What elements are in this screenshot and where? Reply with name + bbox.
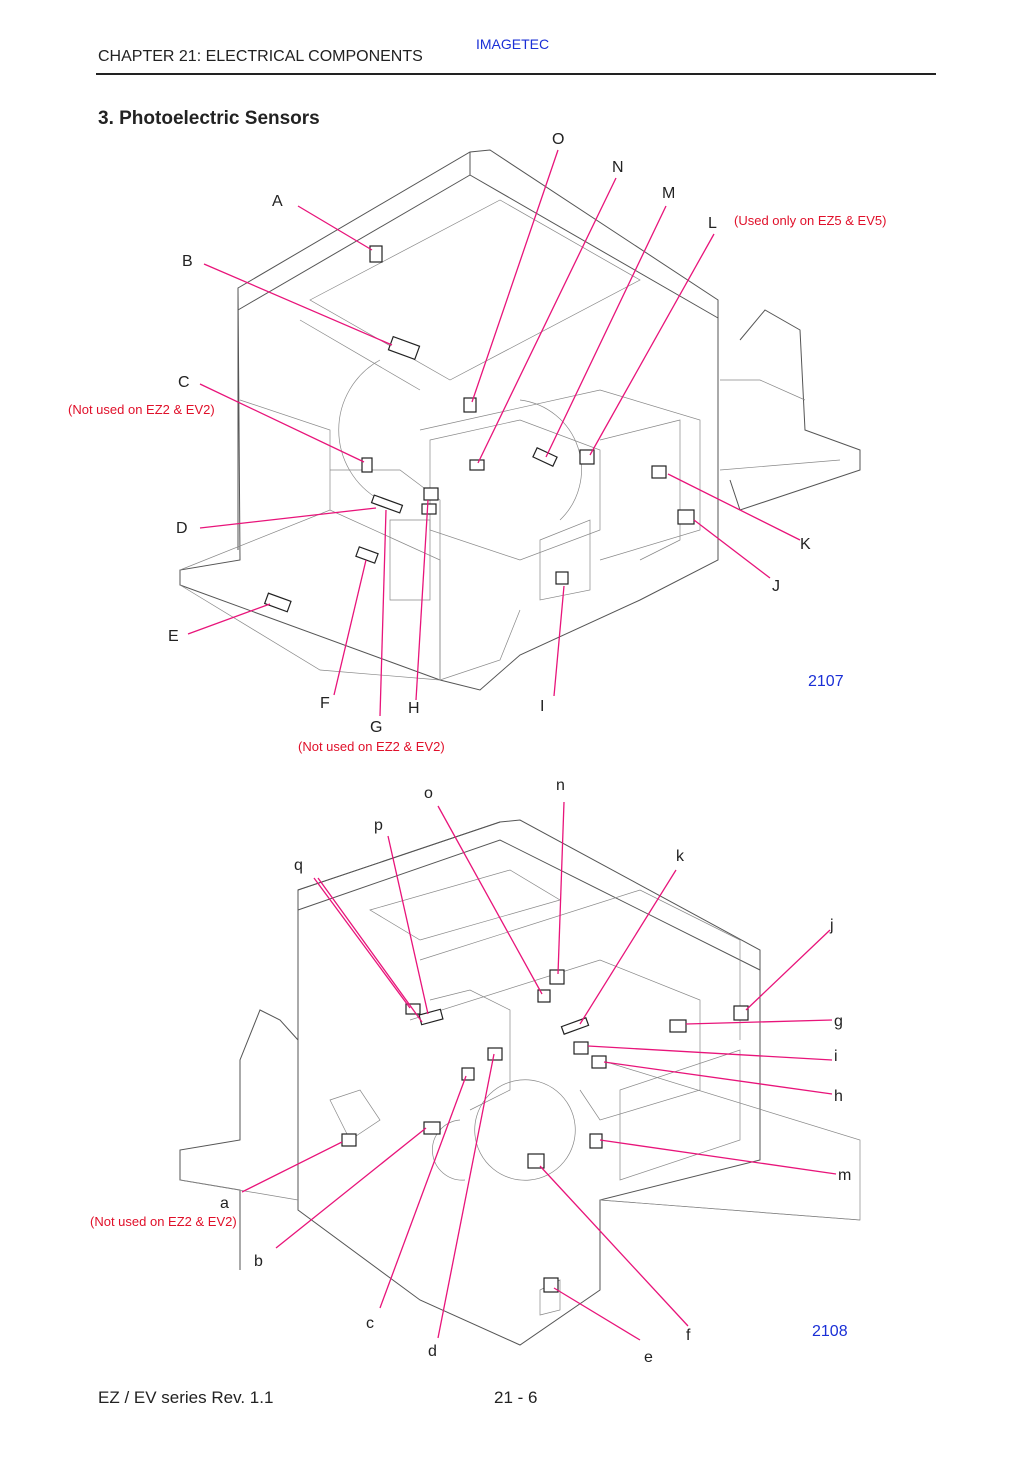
label-o: o: [424, 785, 433, 802]
note-a: (Not used on EZ2 & EV2): [90, 1214, 237, 1229]
label-H: H: [408, 700, 420, 717]
sensor-m-icon: [589, 1133, 603, 1149]
label-e: e: [644, 1349, 653, 1366]
figure-number-top: 2107: [808, 673, 844, 690]
sensor-a-icon: [341, 1133, 357, 1147]
label-B: B: [182, 253, 193, 270]
header-rule: [96, 73, 936, 75]
sensor-p-icon: [418, 1008, 444, 1026]
sensor-k-icon: [560, 1017, 590, 1035]
footer-page-number: 21 - 6: [494, 1388, 538, 1407]
figure-2107-drawing: A B C (Not used on EZ2 & EV2) D E F G (N…: [68, 131, 886, 754]
sensor-icons-bottom: [341, 969, 749, 1293]
label-J: J: [772, 578, 780, 595]
label-b: b: [254, 1253, 263, 1270]
sensor-M-icon: [532, 447, 558, 467]
sensor-N-icon: [469, 459, 485, 471]
label-i: i: [834, 1048, 838, 1065]
label-C: C: [178, 374, 190, 391]
sensor-B-icon: [387, 335, 421, 361]
figure-number-bottom: 2108: [812, 1323, 848, 1340]
machine-outline-bottom: [179, 819, 861, 1346]
label-E: E: [168, 628, 179, 645]
sensor-j-icon: [733, 1005, 749, 1021]
figure-2107: A B C (Not used on EZ2 & EV2) D E F G (N…: [68, 131, 886, 754]
label-q: q: [294, 857, 303, 874]
sensor-d-icon: [487, 1047, 503, 1061]
label-K: K: [800, 536, 811, 553]
sensor-C-icon: [361, 457, 373, 473]
label-j: j: [829, 917, 834, 934]
sensor-K-icon: [651, 465, 667, 479]
footer-series: EZ / EV series Rev. 1.1: [98, 1388, 274, 1407]
sensor-F-icon: [355, 546, 379, 564]
sensor-g-icon: [669, 1019, 687, 1033]
label-M: M: [662, 185, 675, 202]
leader-lines-top: [187, 149, 801, 717]
sensor-h-icon: [591, 1055, 607, 1069]
note-C: (Not used on EZ2 & EV2): [68, 402, 215, 417]
section-title: 3. Photoelectric Sensors: [98, 108, 320, 129]
label-d: d: [428, 1343, 437, 1360]
label-p: p: [374, 817, 383, 834]
leader-lines-bottom: [241, 801, 837, 1341]
sensor-o-icon: [537, 989, 551, 1003]
sensor-D-icon: [370, 494, 404, 514]
note-G: (Not used on EZ2 & EV2): [298, 739, 445, 754]
sensor-O-icon: [463, 397, 477, 413]
label-O: O: [552, 131, 564, 148]
sensor-H-icon: [423, 487, 439, 501]
label-a: a: [220, 1195, 229, 1212]
sensor-b-icon: [423, 1121, 441, 1135]
label-f: f: [686, 1327, 691, 1344]
sensor-J-icon: [677, 509, 695, 525]
sensor-G-icon: [421, 503, 437, 515]
sensor-E-icon: [263, 592, 292, 613]
sensor-icons-top: [263, 245, 695, 613]
sensor-c-icon: [461, 1067, 475, 1081]
label-D: D: [176, 520, 188, 537]
publisher-name: IMAGETEC: [476, 36, 550, 52]
label-k: k: [676, 848, 685, 865]
label-F: F: [320, 695, 330, 712]
sensor-I-icon: [555, 571, 569, 585]
sensor-f-icon: [527, 1153, 545, 1169]
label-G: G: [370, 719, 382, 736]
chapter-title: CHAPTER 21: ELECTRICAL COMPONENTS: [98, 48, 423, 65]
figure-2108: a (Not used on EZ2 & EV2) b c d e f g h …: [0, 760, 1034, 1380]
label-h: h: [834, 1088, 843, 1105]
label-c: c: [366, 1315, 374, 1332]
figure-2108-drawing: a (Not used on EZ2 & EV2) b c d e f g h …: [90, 777, 861, 1366]
sensor-A-icon: [369, 245, 383, 263]
note-L: (Used only on EZ5 & EV5): [734, 213, 886, 228]
label-m: m: [838, 1167, 851, 1184]
sensor-i-icon: [573, 1041, 589, 1055]
sensor-n-icon: [549, 969, 565, 985]
label-A: A: [272, 193, 283, 210]
label-g: g: [834, 1013, 843, 1030]
label-N: N: [612, 159, 624, 176]
label-n: n: [556, 777, 565, 794]
label-L: L: [708, 215, 717, 232]
label-I: I: [540, 698, 544, 715]
